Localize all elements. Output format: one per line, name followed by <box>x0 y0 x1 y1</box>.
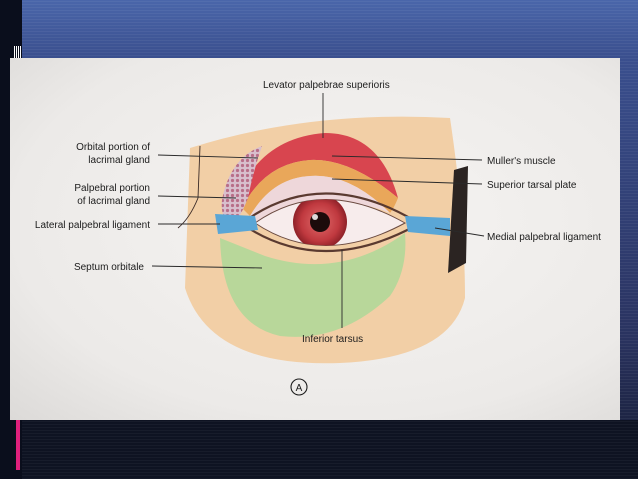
leader-septum <box>151 265 263 269</box>
label-palpebral-line2: of lacrimal gland <box>77 196 150 207</box>
label-orbital-line2: lacrimal gland <box>88 155 150 166</box>
barcode-mark-icon <box>14 46 22 60</box>
nasal-shadow <box>448 166 468 273</box>
label-medial-ligament: Medial palpebral ligament <box>487 232 601 243</box>
leader-palpebral-gland <box>157 195 237 199</box>
label-superior-tarsal: Superior tarsal plate <box>487 180 577 191</box>
pink-accent-bar <box>16 418 20 470</box>
orbital-rim-line <box>177 145 201 229</box>
leader-superior-tarsal <box>331 178 483 185</box>
lacrimal-gland-region <box>221 146 262 226</box>
medial-ligament-region <box>405 216 450 236</box>
pupil-highlight <box>312 214 318 220</box>
muller-muscle-region <box>242 159 398 216</box>
upper-eyelid <box>244 192 416 222</box>
label-inferior-tarsus: Inferior tarsus <box>302 334 363 345</box>
lateral-ligament-region <box>215 214 258 234</box>
label-palpebral-line1: Palpebral portion <box>74 183 150 194</box>
bottom-dark-strip <box>22 420 638 479</box>
leader-muller <box>331 155 483 161</box>
leader-medial-ligament <box>434 227 485 237</box>
leader-orbital-gland <box>157 154 259 159</box>
label-septum: Septum orbitale <box>74 262 144 273</box>
levator-muscle-region <box>235 133 398 208</box>
label-lateral-ligament: Lateral palpebral ligament <box>35 220 150 231</box>
septum-orbitale-region <box>220 233 406 337</box>
figure-marker-circle <box>290 378 308 396</box>
label-muller: Muller's muscle <box>487 156 556 167</box>
figure-marker-letter: A <box>296 383 303 394</box>
label-levator: Levator palpebrae superioris <box>263 80 390 91</box>
lower-eyelid <box>244 225 416 253</box>
textbook-photo: Levator palpebrae superioris Orbital por… <box>10 58 620 420</box>
eyelid-anatomy-diagram: Levator palpebrae superioris Orbital por… <box>35 80 601 396</box>
label-orbital-line1: Orbital portion of <box>76 142 150 153</box>
